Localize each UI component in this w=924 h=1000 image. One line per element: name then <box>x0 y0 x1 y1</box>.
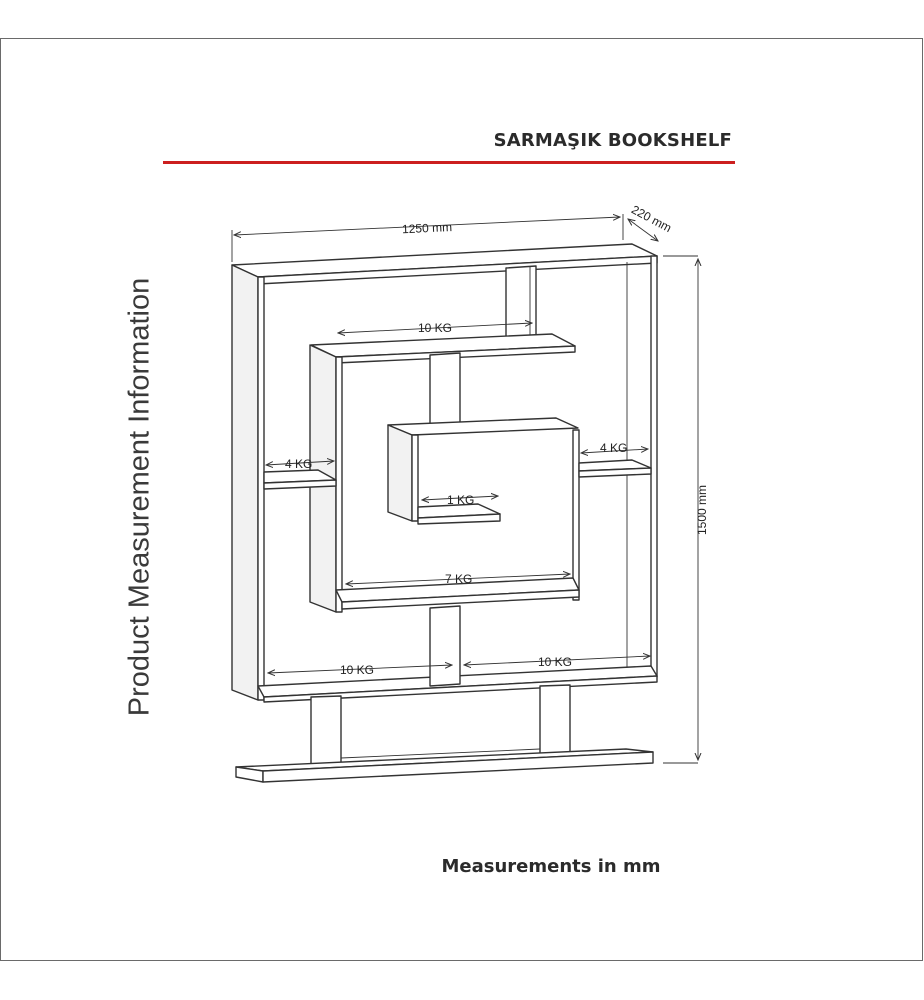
bottom-board-front <box>263 675 658 703</box>
left-front-edge <box>257 276 265 701</box>
units-note: Measurements in mm <box>441 856 661 877</box>
top-shelf-load: 10 KG <box>418 321 452 335</box>
dimension-lines <box>231 214 698 764</box>
height-label: 1500 mm <box>695 485 709 535</box>
bottom-right-load: 10 KG <box>538 655 572 669</box>
inner-box-top <box>387 417 579 436</box>
bookshelf-outline <box>231 243 658 783</box>
right-side-panel <box>650 255 658 678</box>
inner-box-left <box>387 424 413 522</box>
lower-middle-divider <box>429 605 461 687</box>
inner-shelf-load: 1 KG <box>447 493 474 507</box>
middle-box-load: 7 KG <box>445 572 472 586</box>
upper-middle-divider <box>429 352 461 433</box>
product-title: SARMAŞIK BOOKSHELF <box>493 130 732 151</box>
width-label: 1250 mm <box>402 220 453 236</box>
left-leg <box>310 695 342 774</box>
title-underline <box>163 161 735 164</box>
right-shelf-load: 4 KG <box>600 441 627 455</box>
depth-label: 220 mm <box>629 202 674 235</box>
middle-right-panel <box>572 429 580 601</box>
left-shelf-load: 4 KG <box>285 457 312 471</box>
drawing-frame <box>0 38 923 961</box>
bottom-left-load: 10 KG <box>340 663 374 677</box>
left-side-panel <box>231 264 259 701</box>
